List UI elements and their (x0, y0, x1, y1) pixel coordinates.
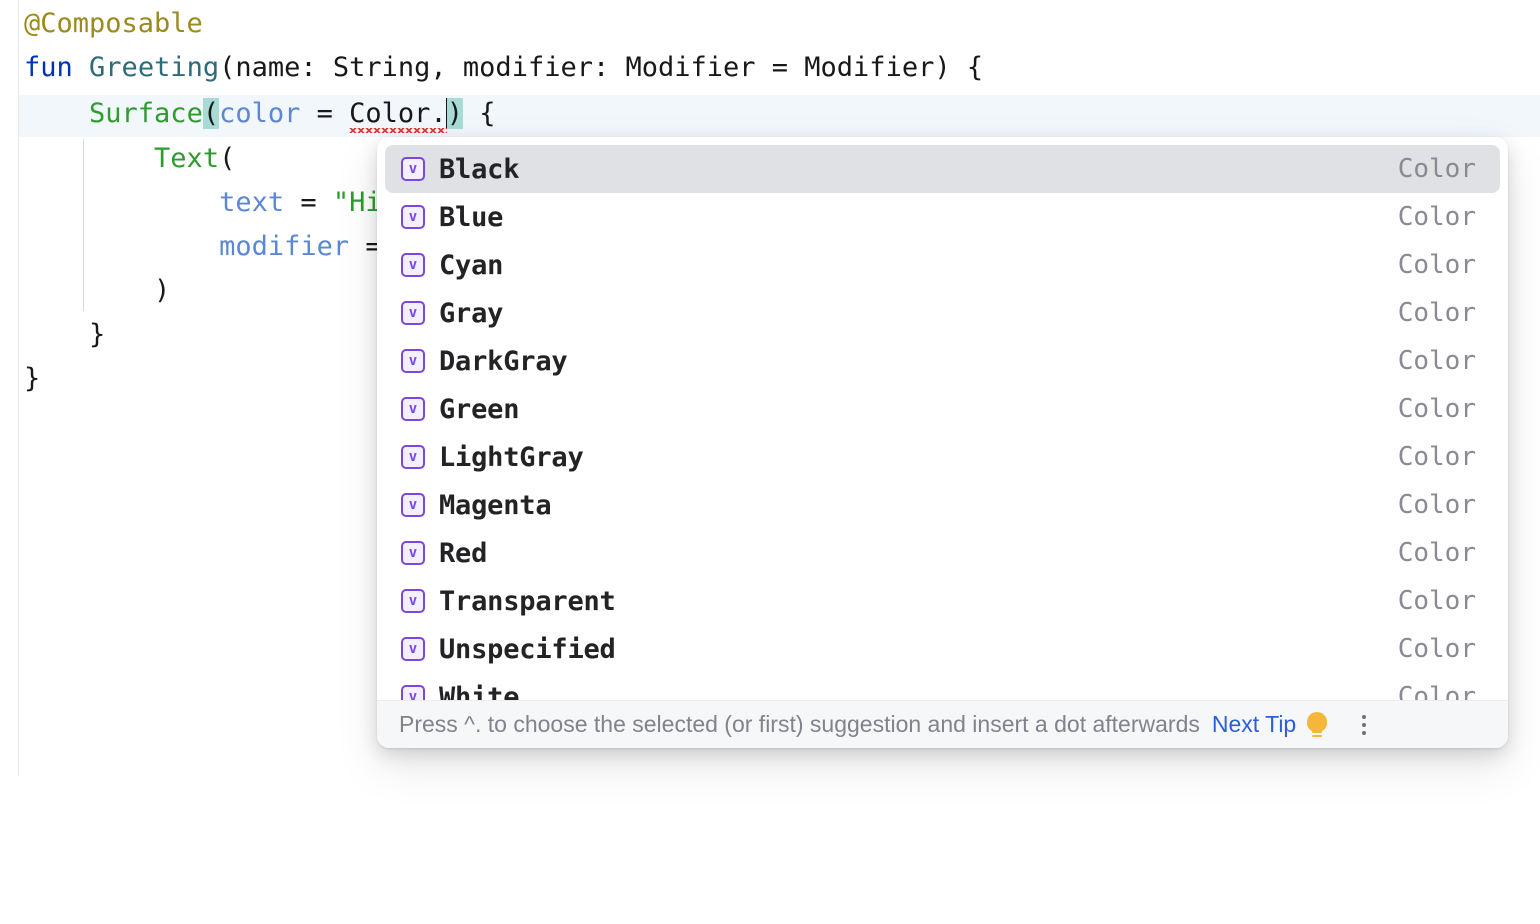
current-line-highlight (19, 95, 1540, 137)
code-line-surface: Surface(color = Color.) { (24, 92, 495, 136)
value-kind-icon: v (401, 493, 425, 517)
code-line-fun-decl: fun Greeting(name: String, modifier: Mod… (24, 46, 983, 90)
completion-item-type: Color (1397, 586, 1476, 616)
token-indent-2 (24, 143, 154, 174)
completion-item-label: Cyan (439, 249, 504, 281)
token-brace-open: { (462, 98, 496, 129)
tip-message: Press ^. to choose the selected (or firs… (399, 711, 1200, 737)
token-close-brace-outer: } (24, 363, 41, 394)
completion-item-label: Black (439, 153, 520, 185)
lightbulb-icon (1306, 711, 1328, 738)
completion-item-type: Color (1397, 202, 1476, 232)
value-kind-icon: v (401, 589, 425, 613)
gutter-divider (18, 0, 19, 776)
completion-item-label: Green (439, 393, 520, 425)
completion-item-magenta[interactable]: v Magenta Color (385, 481, 1500, 529)
token-named-arg-color: color (219, 98, 301, 129)
value-kind-icon: v (401, 541, 425, 565)
completion-item-unspecified[interactable]: v Unspecified Color (385, 625, 1500, 673)
completion-item-label: Red (439, 537, 488, 569)
token-indent-4 (24, 231, 219, 262)
code-line-close-paren: ) (24, 269, 170, 313)
token-close-brace-inner: } (89, 319, 106, 350)
token-surface-call: Surface (89, 98, 203, 129)
completion-item-label: Unspecified (439, 633, 616, 665)
completion-item-blue[interactable]: v Blue Color (385, 193, 1500, 241)
token-open-paren-matched: ( (202, 98, 220, 129)
token-close-paren: ) (154, 275, 171, 306)
token-space-1 (73, 52, 89, 83)
completion-item-label: LightGray (439, 441, 584, 473)
completion-item-black[interactable]: v Black Color (385, 145, 1500, 193)
token-function-name: Greeting (89, 52, 220, 83)
completion-item-type: Color (1397, 634, 1476, 664)
token-named-arg-modifier: modifier (219, 231, 350, 262)
code-line-text-arg: text = "Hi, (24, 181, 398, 225)
code-line-close-brace-inner: } (24, 313, 105, 357)
completion-item-red[interactable]: v Red Color (385, 529, 1500, 577)
code-line-text-call: Text( (24, 137, 235, 181)
code-line-annotation: @Composable (24, 2, 203, 46)
value-kind-icon: v (401, 301, 425, 325)
completion-item-label: Gray (439, 297, 504, 329)
value-kind-icon: v (401, 205, 425, 229)
indent-guide (83, 139, 84, 311)
completion-item-type: Color (1397, 154, 1476, 184)
value-kind-icon: v (401, 253, 425, 277)
token-indent-5 (24, 275, 154, 306)
token-text-open-paren: ( (219, 143, 236, 174)
value-kind-icon: v (401, 157, 425, 181)
completion-item-green[interactable]: v Green Color (385, 385, 1500, 433)
completion-item-type: Color (1397, 442, 1476, 472)
token-fun-signature: (name: String, modifier: Modifier = Modi… (219, 52, 984, 83)
completion-item-label: Transparent (439, 585, 616, 617)
completion-item-type: Color (1397, 250, 1476, 280)
token-equals-1: = (300, 98, 350, 129)
token-keyword-fun: fun (24, 52, 73, 83)
token-annotation: @Composable (24, 8, 203, 39)
completion-item-label: Magenta (439, 489, 552, 521)
code-line-close-brace-outer: } (24, 357, 40, 401)
next-tip-link[interactable]: Next Tip (1211, 711, 1297, 737)
value-kind-icon: v (401, 349, 425, 373)
value-kind-icon: v (401, 397, 425, 421)
token-indent-6 (24, 319, 89, 350)
kebab-menu-icon[interactable] (1352, 712, 1376, 738)
completion-item-type: Color (1397, 394, 1476, 424)
code-content: @Composable fun Greeting(name: String, m… (0, 0, 983, 924)
token-color-receiver: Color. (349, 98, 447, 133)
completion-item-type: Color (1397, 538, 1476, 568)
value-kind-icon: v (401, 445, 425, 469)
completion-item-type: Color (1397, 346, 1476, 376)
completion-item-type: Color (1397, 298, 1476, 328)
code-line-modifier-arg: modifier = (24, 225, 398, 269)
token-named-arg-text: text (219, 187, 285, 218)
token-indent-1 (24, 98, 89, 129)
completion-item-transparent[interactable]: v Transparent Color (385, 577, 1500, 625)
completion-tip-bar: Press ^. to choose the selected (or firs… (377, 700, 1508, 748)
token-equals-2: = (284, 187, 333, 218)
token-indent-3 (24, 187, 219, 218)
completion-item-label: DarkGray (439, 345, 568, 377)
value-kind-icon: v (401, 637, 425, 661)
completion-item-lightgray[interactable]: v LightGray Color (385, 433, 1500, 481)
completion-item-cyan[interactable]: v Cyan Color (385, 241, 1500, 289)
token-close-paren-matched: ) (446, 98, 463, 129)
completion-item-type: Color (1397, 490, 1476, 520)
token-text-call: Text (154, 143, 220, 174)
completion-item-label: Blue (439, 201, 504, 233)
completion-item-gray[interactable]: v Gray Color (385, 289, 1500, 337)
completion-item-darkgray[interactable]: v DarkGray Color (385, 337, 1500, 385)
